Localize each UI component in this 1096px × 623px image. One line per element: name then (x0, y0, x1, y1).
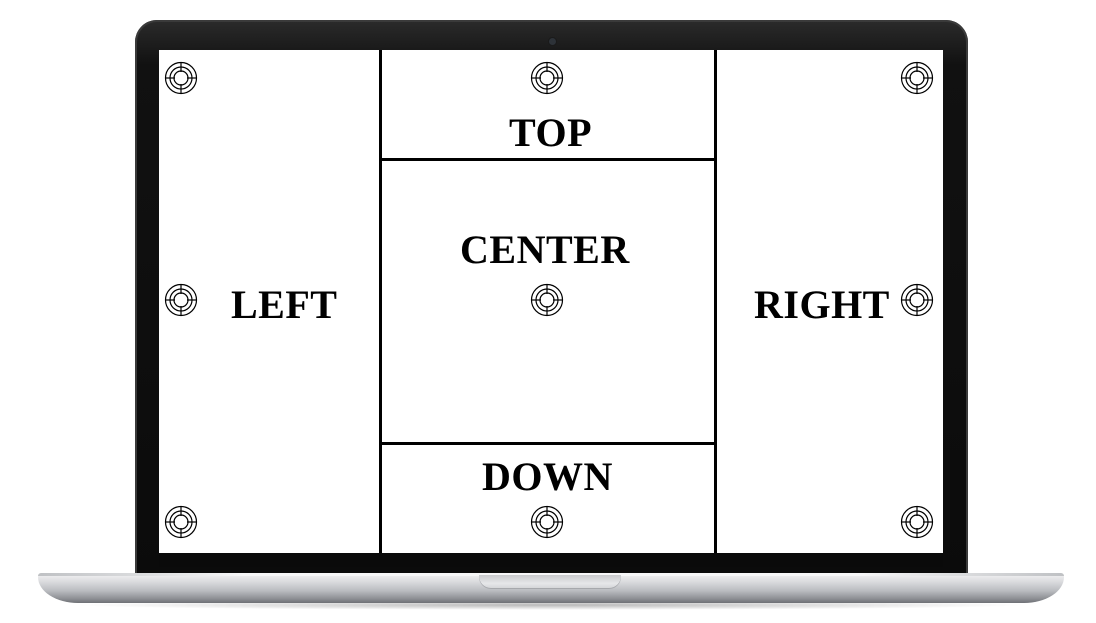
crosshair-target-icon[interactable] (164, 61, 198, 95)
crosshair-target-icon[interactable] (900, 505, 934, 539)
crosshair-target-icon[interactable] (164, 283, 198, 317)
right-divider (714, 50, 717, 553)
top-divider (379, 158, 717, 161)
left-region-label: LEFT (231, 282, 338, 327)
crosshair-target-icon[interactable] (900, 61, 934, 95)
center-region-label: CENTER (460, 227, 630, 272)
top-region-label: TOP (509, 110, 593, 155)
crosshair-target-icon[interactable] (530, 283, 564, 317)
right-region-label: RIGHT (754, 282, 890, 327)
down-region-label: DOWN (482, 454, 613, 499)
lid-opening-notch (479, 575, 621, 589)
laptop-screen: LEFT TOP CENTER RIGHT DOWN (159, 50, 943, 553)
bottom-divider (379, 442, 717, 445)
crosshair-target-icon[interactable] (530, 505, 564, 539)
crosshair-target-icon[interactable] (900, 283, 934, 317)
laptop-base-edge (38, 573, 1064, 576)
left-divider (379, 50, 382, 553)
crosshair-target-icon[interactable] (164, 505, 198, 539)
crosshair-target-icon[interactable] (530, 61, 564, 95)
screen-bezel-bottom (159, 553, 943, 567)
webcam (549, 38, 556, 45)
laptop-shadow (70, 600, 1030, 610)
